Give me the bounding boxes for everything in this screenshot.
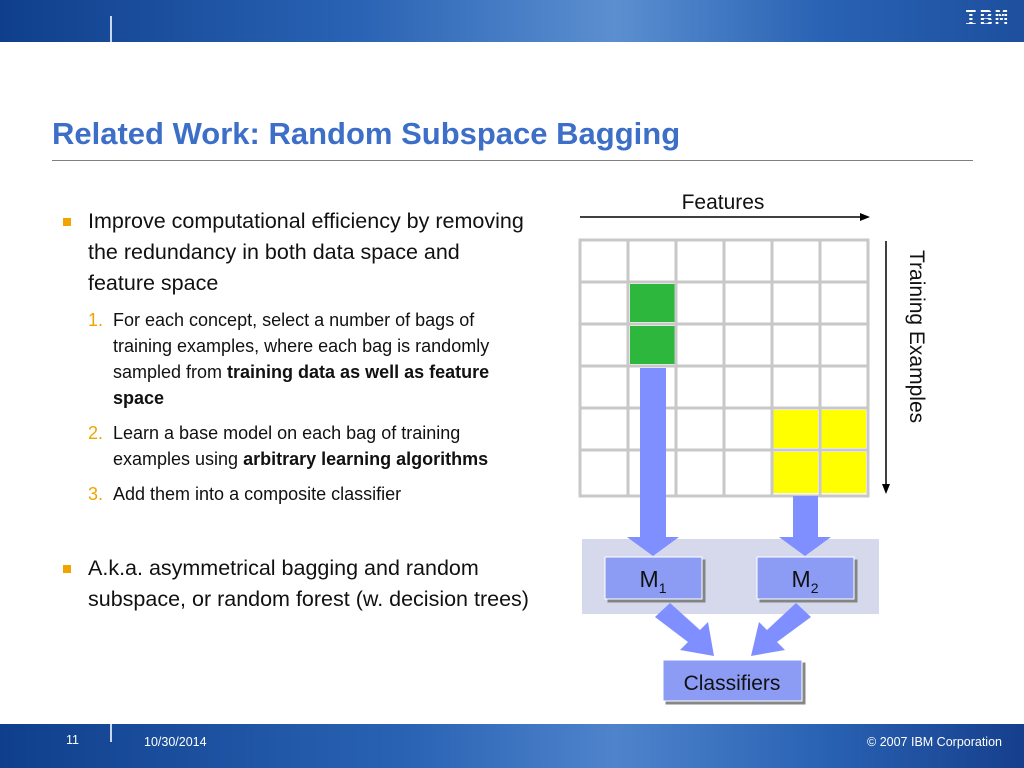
- slide-title: Related Work: Random Subspace Bagging: [52, 116, 681, 151]
- bag1-cell: [630, 284, 676, 322]
- model-m1-box: M1: [604, 556, 703, 600]
- bullet-square-icon: [63, 218, 71, 226]
- bag1-cell: [630, 326, 676, 364]
- bullet-text: Improve computational efficiency by remo…: [88, 209, 524, 295]
- title-rule: [52, 160, 973, 161]
- classifiers-box: Classifiers: [662, 659, 803, 702]
- bullet-text: A.k.a. asymmetrical bagging and random s…: [88, 556, 529, 611]
- training-examples-label: Training Examples: [905, 250, 928, 423]
- bag2-cell: [820, 452, 866, 493]
- footer-copyright: © 2007 IBM Corporation: [867, 735, 1002, 749]
- sub-item: 2. Learn a base model on each bag of tra…: [60, 420, 530, 472]
- features-arrow: [580, 213, 870, 221]
- footer-bar: 11 10/30/2014 © 2007 IBM Corporation: [0, 724, 1024, 768]
- model-m1-subscript: 1: [659, 580, 667, 596]
- arrow-m1-to-classifiers: [655, 603, 714, 656]
- header-divider: [110, 16, 112, 42]
- sub-item: 3. Add them into a composite classifier: [60, 481, 530, 507]
- sub-item-number: 2.: [88, 423, 104, 443]
- bullet-square-icon: [63, 565, 71, 573]
- arrow-bag2-to-m2: [779, 496, 831, 556]
- arrow-m2-to-classifiers: [751, 603, 811, 656]
- model-m1-letter: M: [640, 566, 659, 592]
- bullet-item: A.k.a. asymmetrical bagging and random s…: [60, 553, 530, 615]
- sub-item-text: For each concept, select a number of bag…: [113, 310, 490, 382]
- bag2-cell: [820, 410, 866, 448]
- sub-item-number: 3.: [88, 484, 104, 504]
- sub-item-text: Learn a base model on each bag of traini…: [113, 423, 461, 469]
- svg-text:M2: M2: [792, 566, 819, 596]
- model-m2-box: M2: [756, 556, 855, 600]
- arrow-bag1-to-m1: [627, 368, 679, 556]
- training-arrow: [882, 241, 890, 494]
- data-grid: [578, 238, 870, 498]
- sub-item-number: 1.: [88, 310, 104, 330]
- model-m2-letter: M: [792, 566, 811, 592]
- features-label: Features: [682, 191, 765, 214]
- sub-item-text: Add them into a composite classifier: [113, 484, 402, 504]
- model-m2-subscript: 2: [811, 580, 819, 596]
- footer-divider: [110, 724, 112, 742]
- page-number: 11: [66, 733, 79, 747]
- header-bar: IBM: [0, 0, 1024, 42]
- bag2-cell: [772, 410, 818, 448]
- svg-text:M1: M1: [640, 566, 667, 596]
- sub-item-bold: arbitrary learning algorithms: [243, 449, 489, 469]
- bullet-item: Improve computational efficiency by remo…: [60, 206, 530, 299]
- bullet-list: Improve computational efficiency by remo…: [60, 206, 530, 615]
- sub-item-bold: training data as well as feature space: [113, 362, 490, 408]
- classifiers-label: Classifiers: [684, 672, 781, 695]
- bag2-cell: [772, 452, 818, 493]
- sub-item: 1. For each concept, select a number of …: [60, 307, 530, 411]
- ibm-logo: IBM: [964, 7, 1010, 32]
- sub-list: 1. For each concept, select a number of …: [60, 307, 530, 507]
- footer-date: 10/30/2014: [144, 735, 207, 749]
